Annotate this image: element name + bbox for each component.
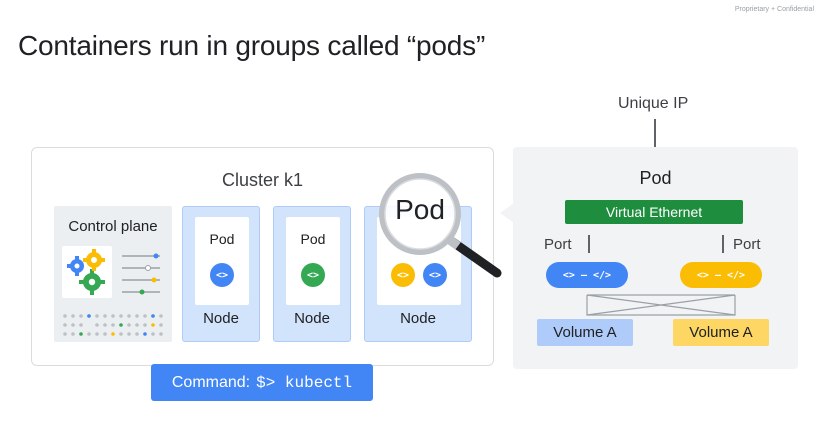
cluster-title: Cluster k1 bbox=[221, 170, 304, 190]
container-icon: <> bbox=[423, 263, 447, 287]
container-left: <> — </> bbox=[546, 262, 628, 288]
control-plane-label: Control plane bbox=[68, 218, 158, 235]
node-label: Node bbox=[400, 310, 436, 327]
command-prefix: Command: bbox=[171, 373, 251, 391]
volume-cross-connector bbox=[573, 292, 749, 318]
sliders-icon bbox=[120, 248, 166, 298]
container-icon: <> bbox=[391, 263, 415, 287]
volume-right: Volume A bbox=[673, 319, 769, 346]
port-label-left: Port bbox=[544, 236, 572, 253]
pod-detail-title: Pod bbox=[639, 168, 672, 188]
slide-title: Containers run in groups called “pods” bbox=[18, 30, 486, 61]
port-line-right bbox=[722, 235, 724, 253]
command-box: Command: $> kubectl bbox=[151, 364, 373, 401]
node-label: Node bbox=[294, 310, 330, 327]
ip-connector-line bbox=[654, 119, 656, 161]
node-2: Pod <> Node bbox=[273, 206, 351, 342]
virtual-ethernet-bar: Virtual Ethernet bbox=[565, 200, 743, 224]
node-label: Node bbox=[203, 310, 239, 327]
volume-left: Volume A bbox=[537, 319, 633, 346]
callout-pointer bbox=[500, 203, 514, 223]
dots-grid bbox=[62, 312, 166, 338]
pod-card: Pod <> bbox=[286, 217, 340, 305]
pod-card: Pod <> bbox=[195, 217, 249, 305]
magnifier-icon bbox=[376, 172, 506, 282]
container-icon: <> bbox=[301, 263, 325, 287]
port-label-right: Port bbox=[733, 236, 761, 253]
command-text: $> kubectl bbox=[256, 373, 353, 392]
container-right: <> — </> bbox=[680, 262, 762, 288]
pod-label: Pod bbox=[300, 231, 326, 247]
pod-detail-panel: Pod Virtual Ethernet Port Port <> — </> … bbox=[513, 147, 798, 369]
unique-ip-label: Unique IP bbox=[618, 95, 689, 112]
gears-icon bbox=[62, 246, 112, 298]
port-line-left bbox=[588, 235, 590, 253]
magnifier-label: Pod bbox=[395, 194, 445, 225]
control-plane: Control plane bbox=[54, 206, 172, 342]
node-1: Pod <> Node bbox=[182, 206, 260, 342]
confidential-label: Proprietary + Confidential bbox=[734, 6, 814, 13]
container-icon: <> bbox=[210, 263, 234, 287]
pod-label: Pod bbox=[209, 231, 235, 247]
